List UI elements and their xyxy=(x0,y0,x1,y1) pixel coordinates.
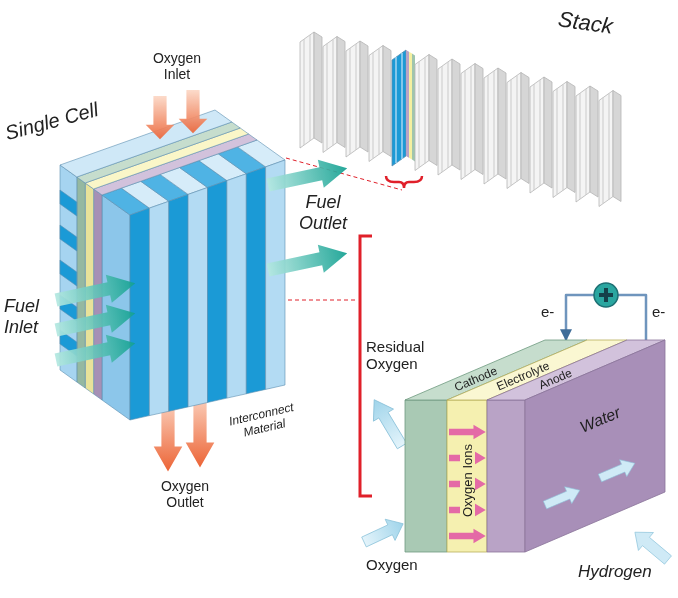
zoom-marks xyxy=(286,158,422,496)
flow-arrow xyxy=(146,96,175,139)
ion-arrow xyxy=(449,425,486,439)
gas-channel xyxy=(60,260,77,286)
gas-label: Residual Oxygen xyxy=(366,338,440,373)
gas-label: Oxygen xyxy=(366,556,418,573)
gas-channel xyxy=(60,225,77,251)
interconnect-side xyxy=(102,195,130,420)
curly-brace xyxy=(386,176,422,188)
stack-plate xyxy=(484,68,506,184)
load-circle xyxy=(594,283,618,307)
stack-plate xyxy=(323,37,345,153)
stack-illustration xyxy=(300,32,621,207)
anode-layer: AnodeWater xyxy=(487,340,665,552)
stack-plate xyxy=(415,55,437,171)
stack-title: Stack xyxy=(557,6,615,39)
flow-label: Oxygen Outlet xyxy=(150,478,220,510)
flow-arrow xyxy=(53,269,138,314)
flow-label: Fuel Outlet xyxy=(290,192,356,233)
flow-label: Oxygen Inlet xyxy=(146,50,208,82)
single-cell-illustration xyxy=(60,110,285,420)
interconnect-rib xyxy=(227,174,246,398)
anode-face xyxy=(487,400,525,552)
stack-plate xyxy=(530,77,552,193)
cell-title: Single Cell xyxy=(3,98,101,145)
stack-plate xyxy=(553,82,575,198)
part-label: Interconnect Material xyxy=(220,399,306,444)
stack-plate xyxy=(576,86,598,202)
interconnect-rib xyxy=(188,188,207,407)
flow-label: Fuel Inlet xyxy=(4,296,54,337)
interconnect-rib xyxy=(149,201,168,415)
interconnect-rib xyxy=(246,167,265,394)
load-symbol xyxy=(594,283,618,307)
gas-label: Hydrogen xyxy=(578,562,652,582)
electron-label: e- xyxy=(652,303,665,320)
gas-arrow xyxy=(359,513,408,552)
stack-plate xyxy=(507,73,529,189)
interconnect-rib xyxy=(208,181,227,403)
ion-arrow xyxy=(449,529,486,543)
ion-label: Oxygen Ions xyxy=(460,441,475,520)
stack-plate xyxy=(346,41,368,157)
stack-plate xyxy=(300,32,322,148)
stack-plate xyxy=(438,59,460,175)
detail-gas-arrows xyxy=(359,394,412,553)
anode-side xyxy=(525,340,665,552)
stack-plate xyxy=(461,64,483,180)
electrolyte-face xyxy=(447,400,487,552)
flow-arrow xyxy=(53,299,138,344)
stack-plate xyxy=(369,46,391,162)
dashed-leader xyxy=(288,300,358,301)
water-arrow xyxy=(541,482,583,514)
water-arrow xyxy=(596,455,638,487)
cathode-face xyxy=(405,400,447,552)
gas-channel xyxy=(60,190,77,216)
plus-sign xyxy=(604,288,608,302)
flow-arrow xyxy=(265,239,350,284)
layer-shape xyxy=(487,340,665,552)
flow-arrow xyxy=(179,90,208,133)
stack-cell xyxy=(392,50,415,166)
flow-arrow xyxy=(53,329,138,374)
stack-plate xyxy=(599,91,621,207)
electron-label: e- xyxy=(541,303,554,320)
interconnect-rib xyxy=(169,194,188,411)
